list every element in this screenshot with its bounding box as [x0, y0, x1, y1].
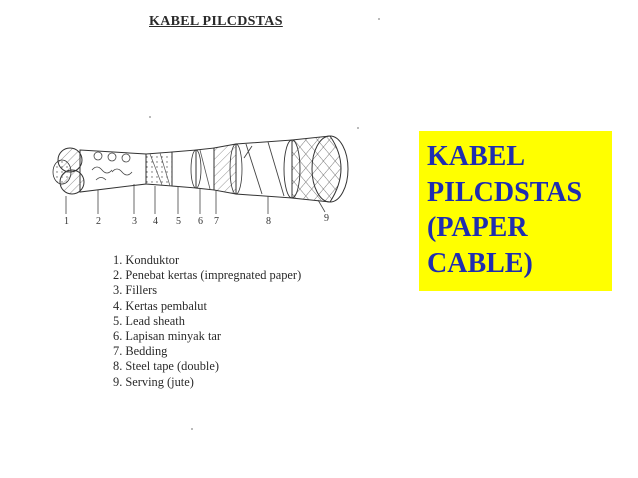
legend-list: 1. Konduktor 2. Penebat kertas (impregna…	[113, 253, 301, 390]
scan-speck	[357, 127, 359, 129]
callout-line-4: CABLE)	[427, 247, 533, 279]
layer-steel-tape	[235, 139, 301, 199]
callout-line-1: KABEL	[427, 141, 526, 172]
layer-conductors	[52, 147, 85, 195]
layer-number-3: 3	[132, 216, 137, 227]
legend-item-3: 3. Fillers	[113, 283, 158, 298]
layer-number-1: 1	[64, 216, 69, 227]
layer-number-7: 7	[214, 216, 219, 227]
callout-box: KABEL PILCDSTAS (PAPER CABLE)	[419, 131, 612, 291]
legend-item-9: 9. Serving (jute)	[113, 374, 194, 389]
scan-speck	[191, 428, 193, 430]
layer-number-9: 9	[324, 213, 329, 224]
callout-line-3: (PAPER	[427, 212, 528, 243]
legend-item-8: 8. Steel tape (double)	[113, 359, 219, 374]
legend-item-7: 7. Bedding	[113, 344, 168, 359]
layer-number-8: 8	[266, 216, 271, 227]
layer-number-2: 2	[96, 216, 101, 227]
layer-number-labels: 1 2 3 4 5 6 7 8 9	[64, 213, 329, 227]
legend-item-4: 4. Kertas pembalut	[113, 298, 207, 313]
legend-item-6: 6. Lapisan minyak tar	[113, 329, 222, 344]
legend-item-2: 2. Penebat kertas (impregnated paper)	[113, 268, 302, 283]
callout-line-2: PILCDSTAS	[427, 176, 583, 208]
layer-serving-jute	[291, 135, 349, 203]
layer-number-4: 4	[153, 216, 158, 227]
leader-lines	[65, 184, 326, 214]
layer-fillers-insulation	[79, 149, 147, 193]
layer-number-6: 6	[198, 216, 203, 227]
layer-paper-wrapping	[145, 151, 173, 187]
scan-speck	[378, 18, 380, 20]
legend-item-1: 1. Konduktor	[113, 253, 180, 267]
layer-tar-coating	[195, 147, 215, 191]
layer-bedding	[213, 143, 243, 195]
legend-item-5: 5. Lead sheath	[113, 313, 185, 328]
diagram-title: KABEL PILCDSTAS	[149, 14, 283, 29]
layer-number-5: 5	[176, 216, 181, 227]
scan-speck	[149, 116, 151, 118]
